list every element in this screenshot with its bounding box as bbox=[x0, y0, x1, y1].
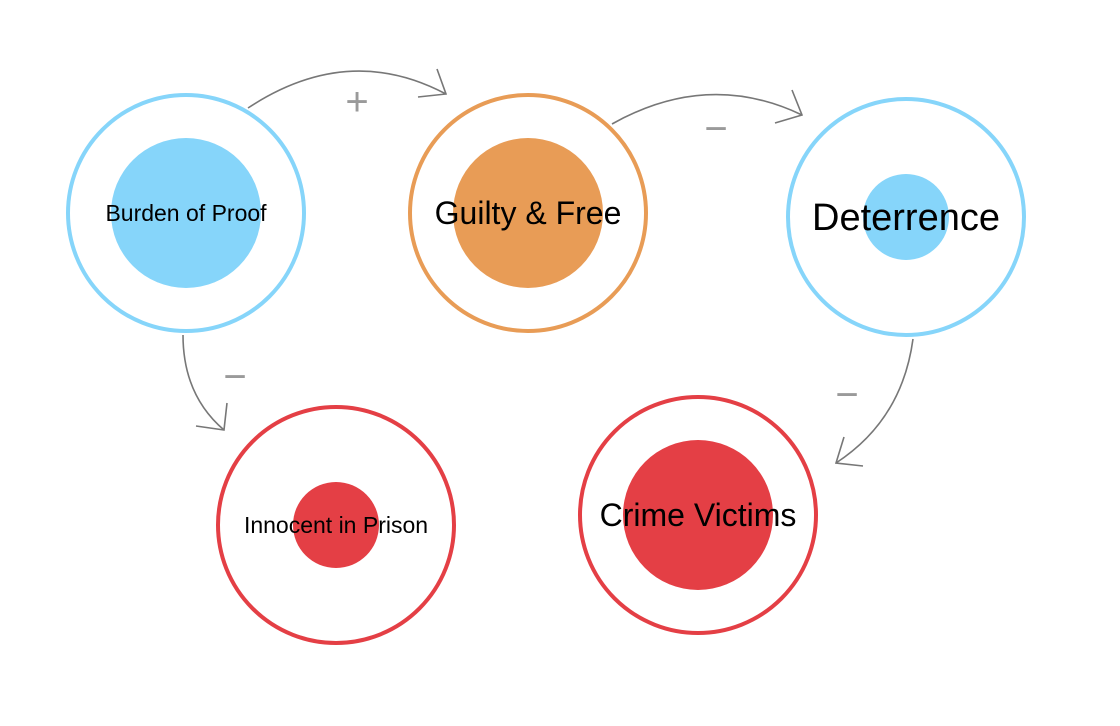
node-level-dot bbox=[111, 138, 261, 288]
node-label: Burden of Proof bbox=[105, 200, 267, 226]
node-guilty-and-free[interactable]: Guilty & Free bbox=[408, 93, 648, 333]
node-deterrence[interactable]: Deterrence bbox=[786, 97, 1026, 337]
link-deterrence-to-victims: − bbox=[834, 338, 914, 467]
link-guilty-to-deterrence: − bbox=[611, 89, 804, 151]
node-label: Deterrence bbox=[812, 197, 1000, 239]
link-polarity-sign: + bbox=[345, 80, 368, 124]
link-curve bbox=[247, 70, 447, 109]
node-level-dot bbox=[453, 138, 603, 288]
link-curve bbox=[182, 334, 225, 431]
link-curve bbox=[835, 338, 914, 464]
link-curve bbox=[611, 93, 803, 125]
arrowhead-icon bbox=[417, 68, 448, 98]
node-label: Guilty & Free bbox=[435, 195, 622, 231]
node-burden-of-proof[interactable]: Burden of Proof bbox=[66, 93, 306, 333]
link-polarity-sign: − bbox=[223, 355, 246, 399]
link-polarity-sign: − bbox=[704, 107, 727, 151]
arrowhead-icon bbox=[195, 402, 228, 431]
arrowhead-icon bbox=[834, 436, 864, 467]
arrowhead-icon bbox=[774, 89, 804, 124]
node-label: Innocent in Prison bbox=[244, 512, 428, 538]
link-burden-to-guilty: + bbox=[247, 68, 448, 124]
node-crime-victims[interactable]: Crime Victims bbox=[578, 395, 818, 635]
node-level-dot bbox=[293, 482, 379, 568]
node-innocent-in-prison[interactable]: Innocent in Prison bbox=[216, 405, 456, 645]
node-label: Crime Victims bbox=[600, 497, 797, 533]
node-level-dot bbox=[623, 440, 773, 590]
link-burden-to-innocent: − bbox=[182, 334, 247, 431]
node-level-dot bbox=[863, 174, 949, 260]
link-polarity-sign: − bbox=[835, 373, 858, 417]
